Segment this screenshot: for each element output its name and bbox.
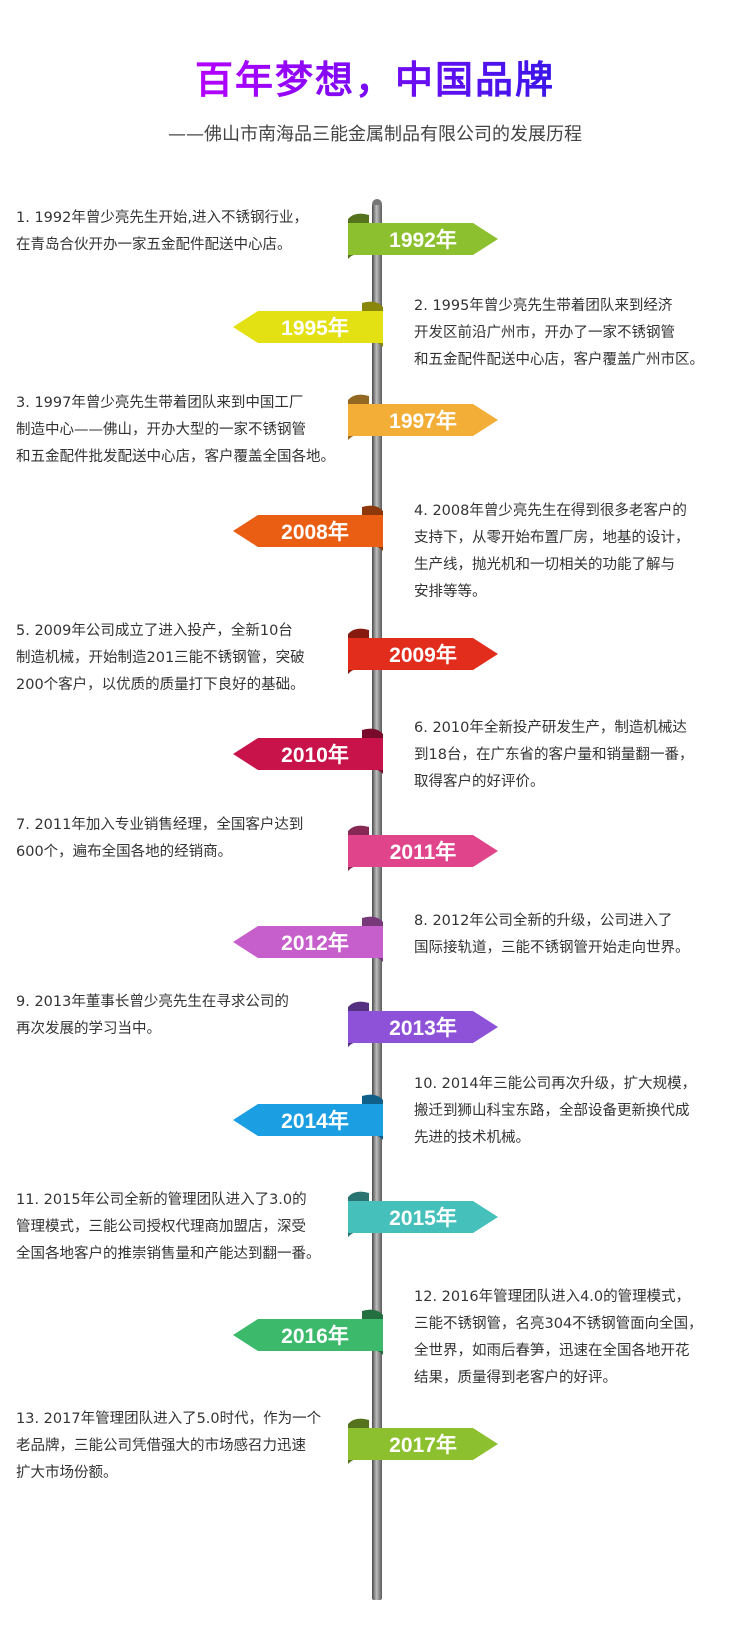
milestone-description-4: 4. 2008年曾少亮先生在得到很多老客户的支持下，从零开始布置厂房，地基的设计… [414, 498, 690, 606]
milestone-description-6: 6. 2010年全新投产研发生产，制造机械达到18台，在广东省的客户量和销量翻一… [414, 715, 693, 796]
flag-body [348, 1201, 498, 1233]
description-line: 管理模式，三能公司授权代理商加盟店，深受 [16, 1219, 306, 1235]
year-flag-12: 2016年 [233, 1309, 383, 1355]
year-flag-10: 2014年 [233, 1094, 383, 1140]
description-line: 制造中心——佛山，开办大型的一家不锈钢管 [16, 422, 306, 438]
description-line: 先进的技术机械。 [414, 1130, 530, 1146]
description-line: 200个客户，以优质的质量打下良好的基础。 [16, 677, 305, 693]
description-line: 结果，质量得到老客户的好评。 [414, 1370, 617, 1386]
description-line: 支持下，从零开始布置厂房，地基的设计， [414, 530, 690, 546]
description-line: 老品牌，三能公司凭借强大的市场感召力迅速 [16, 1438, 306, 1454]
year-flag-8: 2012年 [233, 916, 383, 962]
description-line: 和五金配件配送中心店，客户覆盖广州市区。 [414, 352, 704, 368]
description-line: 全国各地客户的推崇销售量和产能达到翻一番。 [16, 1246, 321, 1262]
milestone-description-3: 3. 1997年曾少亮先生带着团队来到中国工厂制造中心——佛山，开办大型的一家不… [16, 390, 335, 471]
milestone-description-13: 13. 2017年管理团队进入了5.0时代，作为一个老品牌，三能公司凭借强大的市… [16, 1406, 321, 1487]
year-label: 2012年 [281, 931, 349, 955]
year-flag-9: 2013年 [348, 1001, 498, 1047]
flag-body [348, 1011, 498, 1043]
description-line: 安排等等。 [414, 584, 487, 600]
flag-body [233, 1319, 383, 1351]
description-line: 国际接轨道，三能不锈钢管开始走向世界。 [414, 940, 690, 956]
description-line: 到18台，在广东省的客户量和销量翻一番， [414, 747, 694, 763]
description-line: 11. 2015年公司全新的管理团队进入了3.0的 [16, 1192, 307, 1208]
year-label: 2015年 [389, 1206, 457, 1230]
description-line: 6. 2010年全新投产研发生产，制造机械达 [414, 720, 687, 736]
description-line: 在青岛合伙开办一家五金配件配送中心店。 [16, 237, 292, 253]
year-flag-5: 2009年 [348, 628, 498, 674]
year-flag-6: 2010年 [233, 728, 383, 774]
description-line: 2. 1995年曾少亮先生带着团队来到经济 [414, 298, 673, 314]
page-subtitle: ——佛山市南海品三能金属制品有限公司的发展历程 [168, 124, 582, 145]
flag-body [233, 311, 383, 343]
year-label: 1997年 [389, 409, 457, 433]
year-flag-2: 1995年 [233, 301, 383, 347]
year-flag-3: 1997年 [348, 394, 498, 440]
year-label: 2016年 [281, 1324, 349, 1348]
year-label: 1995年 [281, 316, 349, 340]
flag-body [348, 1428, 498, 1460]
year-flag-4: 2008年 [233, 505, 383, 551]
description-line: 三能不锈钢管，名亮304不锈钢管面向全国， [414, 1316, 703, 1332]
milestone-description-9: 9. 2013年董事长曾少亮先生在寻求公司的再次发展的学习当中。 [16, 989, 289, 1043]
year-flag-7: 2011年 [348, 825, 498, 871]
description-line: 生产线，抛光机和一切相关的功能了解与 [414, 557, 675, 573]
year-label: 2013年 [389, 1016, 457, 1040]
page-title-text: 百年梦想，中国品牌 [195, 58, 555, 102]
milestone-description-5: 5. 2009年公司成立了进入投产，全新10台制造机械，开始制造201三能不锈钢… [16, 618, 305, 699]
description-line: 600个，遍布全国各地的经销商。 [16, 844, 233, 860]
flag-body [233, 738, 383, 770]
description-line: 再次发展的学习当中。 [16, 1021, 161, 1037]
description-line: 扩大市场份额。 [16, 1465, 118, 1481]
description-line: 7. 2011年加入专业销售经理，全国客户达到 [16, 817, 304, 833]
flag-body [348, 835, 498, 867]
milestone-description-8: 8. 2012年公司全新的升级，公司进入了国际接轨道，三能不锈钢管开始走向世界。 [414, 908, 690, 962]
year-label: 2008年 [281, 520, 349, 544]
milestone-description-2: 2. 1995年曾少亮先生带着团队来到经济开发区前沿广州市，开办了一家不锈钢管和… [414, 293, 704, 374]
milestone-description-10: 10. 2014年三能公司再次升级，扩大规模， 搬迁到狮山科宝东路，全部设备更新换… [414, 1071, 696, 1152]
flag-body [233, 1104, 383, 1136]
description-line: 9. 2013年董事长曾少亮先生在寻求公司的 [16, 994, 289, 1010]
description-line: 搬迁到狮山科宝东路，全部设备更新换代成 [414, 1103, 690, 1119]
year-flag-1: 1992年 [348, 213, 498, 259]
timeline-pole-cap [372, 199, 382, 207]
year-flag-13: 2017年 [348, 1418, 498, 1464]
description-line: 12. 2016年管理团队进入4.0的管理模式， [414, 1289, 691, 1305]
year-label: 2010年 [281, 743, 349, 767]
description-line: 10. 2014年三能公司再次升级，扩大规模， [414, 1076, 697, 1092]
description-line: 全世界，如雨后春笋，迅速在全国各地开花 [414, 1343, 690, 1359]
year-label: 2017年 [389, 1433, 457, 1457]
milestone-description-7: 7. 2011年加入专业销售经理，全国客户达到 600个，遍布全国各地的经销商。 [16, 812, 303, 866]
flag-body [233, 926, 383, 958]
flag-body [233, 515, 383, 547]
description-line: 开发区前沿广州市，开办了一家不锈钢管 [414, 325, 675, 341]
description-line: 8. 2012年公司全新的升级，公司进入了 [414, 913, 673, 929]
milestone-description-11: 11. 2015年公司全新的管理团队进入了3.0的管理模式，三能公司授权代理商加… [16, 1187, 321, 1268]
description-line: 4. 2008年曾少亮先生在得到很多老客户的 [414, 503, 687, 519]
milestone-description-1: 1. 1992年曾少亮先生开始,进入不锈钢行业， 在青岛合伙开办一家五金配件配送中… [16, 205, 308, 259]
description-line: 5. 2009年公司成立了进入投产，全新10台 [16, 623, 293, 639]
milestone-description-12: 12. 2016年管理团队进入4.0的管理模式， 三能不锈钢管，名亮304不锈钢管… [414, 1284, 703, 1392]
year-label: 2009年 [389, 643, 457, 667]
description-line: 3. 1997年曾少亮先生带着团队来到中国工厂 [16, 395, 304, 411]
timeline-pole [372, 205, 382, 1600]
year-flag-11: 2015年 [348, 1191, 498, 1237]
description-line: 制造机械，开始制造201三能不锈钢管，突破 [16, 650, 305, 666]
page-title: 百年梦想，中国品牌 [0, 55, 750, 115]
description-line: 取得客户的好评价。 [414, 774, 545, 790]
year-label: 1992年 [389, 228, 457, 252]
year-label: 2011年 [390, 840, 457, 864]
year-label: 2014年 [281, 1109, 349, 1133]
flag-body [348, 404, 498, 436]
page-title-graphic: 百年梦想，中国品牌 [195, 58, 555, 102]
flag-body [348, 223, 498, 255]
description-line: 13. 2017年管理团队进入了5.0时代，作为一个 [16, 1411, 322, 1427]
description-line: 1. 1992年曾少亮先生开始,进入不锈钢行业， [16, 210, 308, 226]
description-line: 和五金配件批发配送中心店，客户覆盖全国各地。 [16, 449, 335, 465]
flag-body [348, 638, 498, 670]
